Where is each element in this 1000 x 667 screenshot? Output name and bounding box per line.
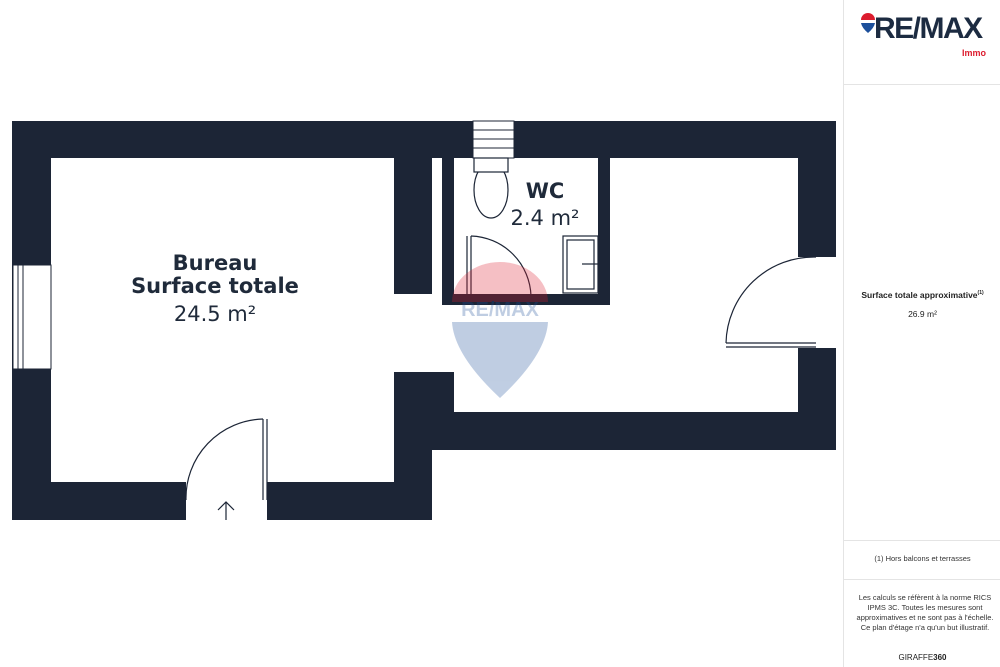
room-name: WC [525, 179, 565, 203]
wc-left-wall [442, 158, 454, 305]
walls [12, 121, 836, 520]
disclaimer-section: Les calculs se réfèrent à la norme RICS … [844, 580, 1000, 667]
room-name: Bureau [172, 251, 258, 275]
room-area: 24.5 m² [173, 302, 257, 326]
bureau-walls [12, 121, 836, 520]
watermark-logo: RE/MAX [452, 262, 548, 398]
right-wall-upper [798, 121, 836, 257]
logo-brand: RE/MAX [874, 12, 983, 45]
wc-top-wall [514, 121, 836, 158]
room-subtitle: Surface totale [131, 274, 299, 298]
vent-grid [472, 120, 515, 159]
room-label-wc: WC 2.4 m² [500, 178, 590, 232]
wc-right-wall [598, 158, 610, 305]
footnote-section: (1) Hors balcons et terrasses [844, 541, 1000, 580]
surface-value: 26.9 m² [908, 309, 937, 319]
window-left [12, 264, 52, 370]
disclaimer: Les calculs se réfèrent à la norme RICS … [856, 593, 994, 632]
balloon-icon [861, 13, 875, 33]
surface-footnote-mark: (1) [977, 290, 984, 297]
room-label-bureau: Bureau Surface totale 24.5 m² [110, 252, 320, 330]
wc-bottom-wall [442, 294, 610, 305]
surface-label-text: Surface totale approximative [861, 290, 978, 300]
surface-section: Surface totale approximative(1) 26.9 m² [844, 85, 1000, 541]
credit-prefix: GIRAFFE [898, 653, 934, 662]
logo-sub: Immo [962, 48, 987, 58]
sidebar: RE/MAX Immo Surface totale approximative… [843, 0, 1000, 667]
wc-door [466, 235, 532, 300]
surface-label: Surface totale approximative(1) [844, 290, 1000, 300]
toilet [473, 157, 509, 219]
logo-section: RE/MAX Immo [844, 0, 1000, 85]
credit: GIRAFFE360 [844, 653, 1000, 662]
credit-suffix: 360 [933, 653, 947, 662]
room-area: 2.4 m² [510, 206, 580, 230]
watermark-text: RE/MAX [461, 299, 539, 321]
sink [562, 235, 599, 294]
footnote: (1) Hors balcons et terrasses [874, 554, 971, 563]
entrance-door [185, 418, 268, 520]
floor-plan: RE/MAX [12, 120, 836, 520]
right-door [725, 256, 836, 348]
remax-logo: RE/MAX Immo [860, 10, 990, 60]
